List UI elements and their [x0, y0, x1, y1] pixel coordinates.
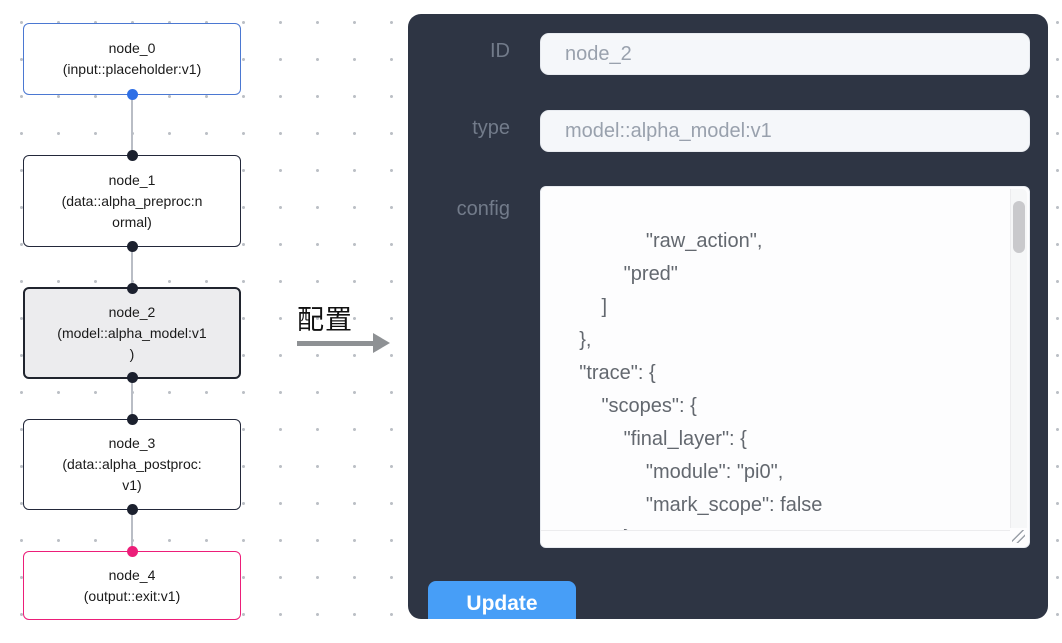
node_2-input-port[interactable] — [126, 283, 138, 294]
node-node_0[interactable]: node_0 (input::placeholder:v1) — [23, 23, 241, 100]
config-field-label: config — [456, 198, 510, 220]
vertical-scrollbar[interactable] — [1010, 189, 1027, 528]
type-input[interactable] — [540, 110, 1030, 152]
id-input[interactable] — [540, 33, 1030, 75]
arrow-right-head-icon — [373, 333, 390, 353]
type-field-label: type — [472, 117, 510, 139]
node_3-output-port[interactable] — [126, 504, 138, 515]
node-node_4-label: node_4 (output::exit:v1) — [83, 566, 181, 604]
node-node_4[interactable]: node_4 (output::exit:v1) — [23, 546, 241, 620]
config-arrow-label: 配置 — [297, 305, 353, 335]
scrollbar-thumb[interactable] — [1013, 201, 1025, 253]
node-config-panel: ID type config "raw_action", "pred" ] },… — [408, 14, 1048, 619]
node-node_1-label: node_1 (data::alpha_preproc:n ormal) — [61, 171, 203, 230]
config-textarea[interactable]: "raw_action", "pred" ] }, "trace": { "sc… — [540, 186, 1030, 548]
node-node_3[interactable]: node_3 (data::alpha_postproc: v1) — [23, 414, 241, 515]
node-node_1[interactable]: node_1 (data::alpha_preproc:n ormal) — [23, 150, 241, 252]
resize-handle-icon[interactable] — [1012, 530, 1025, 543]
edge-node1-node2 — [131, 247, 133, 287]
arrow-right-icon — [297, 341, 374, 346]
edge-node2-node3 — [131, 379, 133, 419]
id-field-label: ID — [490, 40, 510, 62]
node-node_3-label: node_3 (data::alpha_postproc: v1) — [62, 435, 202, 493]
flow-canvas: node_0 (input::placeholder:v1) node_1 (d… — [0, 0, 408, 643]
node_2-output-port[interactable] — [126, 372, 138, 383]
node_0-output-port[interactable] — [126, 89, 138, 100]
node-node_2[interactable]: node_2 (model::alpha_model:v1 ) — [23, 283, 241, 383]
node-node_2-label: node_2 (model::alpha_model:v1 ) — [57, 303, 207, 362]
node_1-output-port[interactable] — [126, 241, 138, 252]
config-json-text: "raw_action", "pred" ] }, "trace": { "sc… — [579, 230, 823, 547]
update-button[interactable]: Update — [428, 581, 576, 619]
node_4-input-port[interactable] — [126, 546, 138, 557]
node-node_0-label: node_0 (input::placeholder:v1) — [62, 40, 202, 77]
edge-node3-node4 — [131, 510, 133, 551]
horizontal-scrollbar[interactable] — [541, 530, 1010, 547]
node_1-input-port[interactable] — [126, 150, 138, 161]
edge-node0-node1 — [131, 95, 133, 155]
node_3-input-port[interactable] — [126, 414, 138, 425]
